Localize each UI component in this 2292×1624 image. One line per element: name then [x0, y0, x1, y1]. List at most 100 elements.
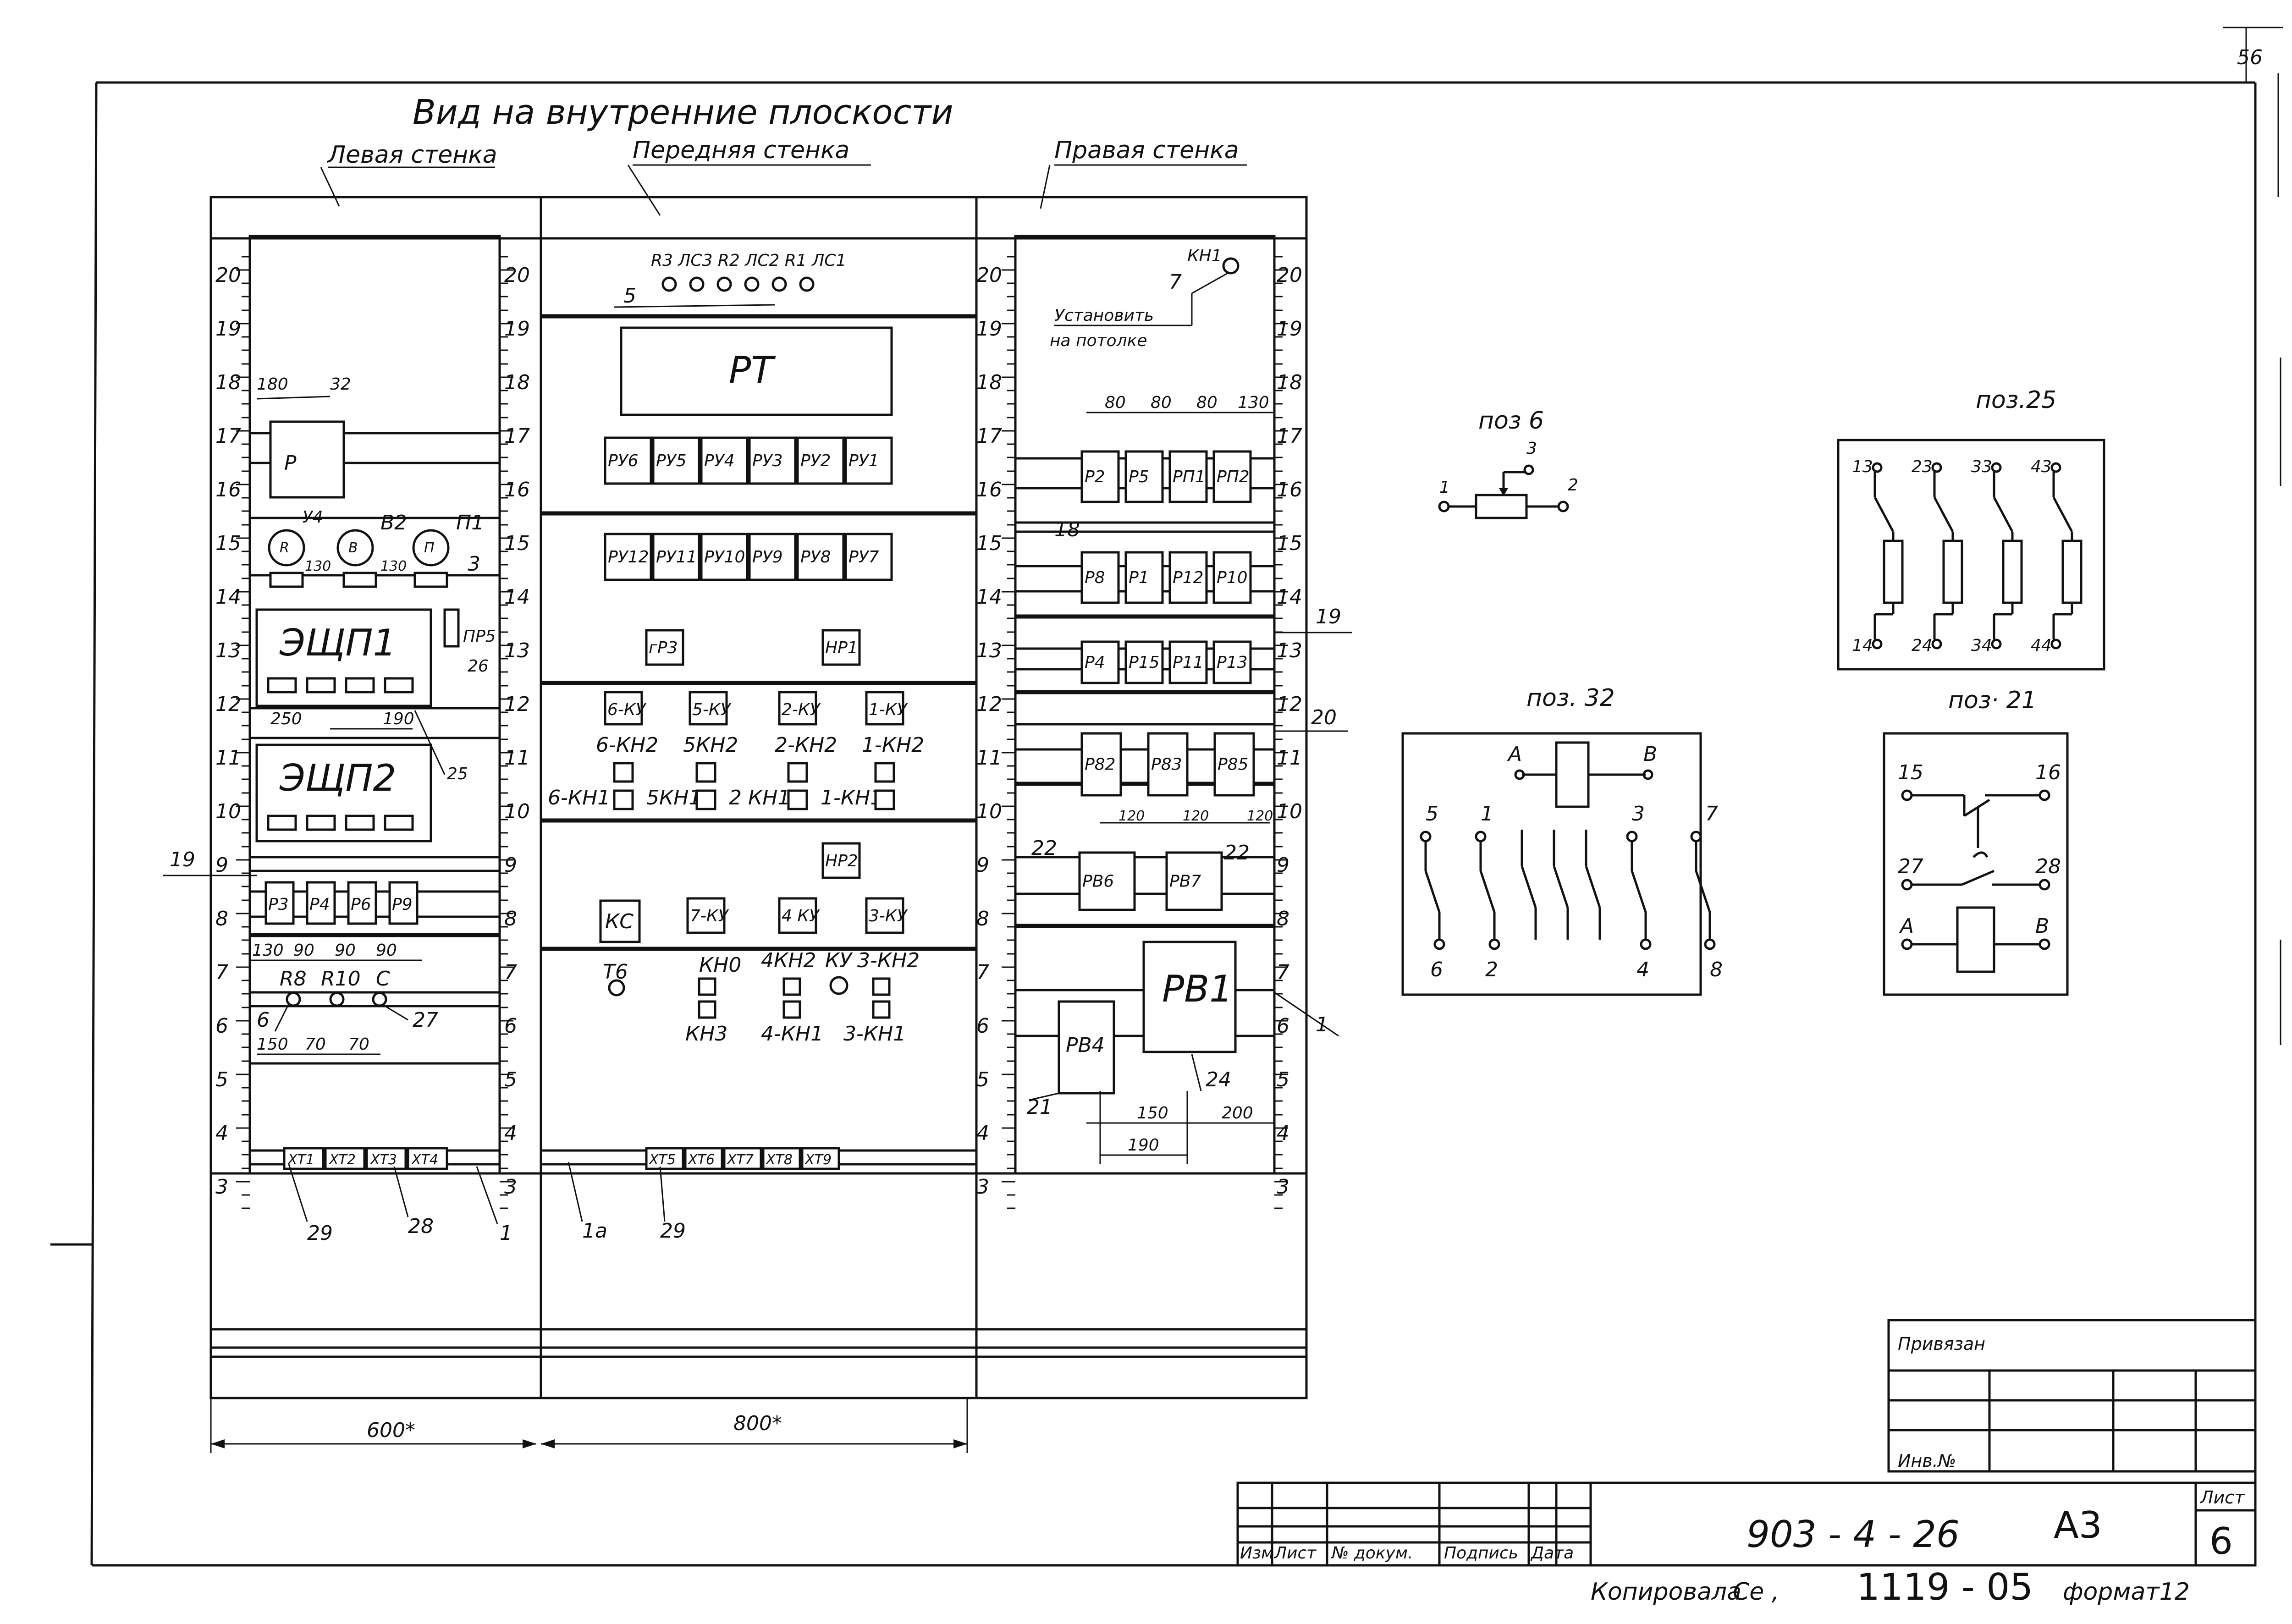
terminal-box	[365, 1147, 407, 1170]
terminal-label: ХТ2	[328, 1152, 356, 1168]
scale-number: 13	[976, 639, 1002, 662]
scale-number: 9	[976, 853, 989, 877]
fuse-terminal	[1872, 639, 1883, 650]
scale-number: 18	[504, 371, 530, 394]
relay-label: Р12	[1173, 568, 1204, 587]
pos32-title: поз. 32	[1526, 684, 1615, 712]
button-square	[695, 762, 716, 783]
label-4kn2: 4КН2	[761, 949, 816, 972]
button-label: 1-КН2	[862, 733, 924, 757]
fuse-terminal	[1991, 639, 2002, 650]
right-wall-title: Правая стенка	[1054, 137, 1239, 164]
ref-22b: 22	[1224, 841, 1250, 864]
scale-number: 5	[215, 1068, 228, 1091]
scale-number: 16	[504, 478, 530, 501]
relay-label: Р4	[1085, 653, 1105, 672]
terminal-label: ХТ8	[765, 1152, 793, 1168]
relay-box	[264, 881, 295, 925]
terminal-box	[762, 1147, 801, 1170]
relay-box	[1124, 450, 1164, 503]
label-rv1: РВ1	[1162, 968, 1233, 1010]
contact-pin-bottom: 8	[1710, 958, 1723, 981]
scale-number: 14	[504, 585, 530, 609]
label-3kn2: 3-КН2	[857, 949, 920, 972]
relay-label: РУ10	[704, 548, 745, 567]
contact-pin-bottom: 6	[1430, 958, 1443, 981]
scale-number: 8	[976, 907, 989, 930]
button-square	[695, 789, 716, 810]
terminal-label: ХТ3	[369, 1152, 397, 1168]
ref-1-left: 1	[500, 1222, 512, 1245]
relay-label: Р83	[1151, 755, 1182, 774]
dim-label: 150	[1137, 1104, 1168, 1123]
contact-pin-bottom: 4	[1636, 958, 1649, 981]
button-square	[613, 789, 634, 810]
button-label: 6-КН2	[596, 733, 658, 757]
label-r10: R10	[321, 967, 361, 991]
relay-box	[1212, 640, 1252, 684]
fuse-terminal	[2050, 462, 2061, 473]
button-label: 4 КУ	[782, 907, 820, 925]
relay-box	[844, 436, 893, 485]
tb-col-label: № докум.	[1331, 1544, 1413, 1563]
scale-number: 13	[504, 639, 530, 662]
terminal-box	[407, 1147, 448, 1170]
relay-label: РУ9	[752, 548, 783, 567]
label-pr5: ПР5	[463, 627, 496, 646]
relay-box	[700, 533, 749, 581]
terminal-label: ХТ9	[804, 1152, 832, 1168]
dim-800: 800*	[733, 1412, 782, 1435]
tb-footer-format: формат12	[2063, 1578, 2190, 1606]
relay-box	[1212, 450, 1252, 503]
label-rp3: гР3	[649, 639, 678, 657]
scale-number: 6	[976, 1014, 989, 1038]
pos32-coil-b: В	[1643, 743, 1657, 766]
ref-27: 27	[413, 1008, 438, 1032]
relay-label: РУ8	[800, 548, 831, 567]
fuse-pin-bottom: 24	[1912, 636, 1933, 655]
ref-7: 7	[1169, 270, 1182, 294]
scale-number: 19	[504, 317, 530, 341]
dim-130b: 130	[380, 558, 407, 574]
left-wall-title: Левая стенка	[327, 141, 497, 169]
ref-19-left: 19	[170, 848, 195, 871]
contact-pin-top: 3	[1632, 802, 1645, 826]
fuse-terminal	[1931, 462, 1942, 473]
relay-label: Р8	[1085, 568, 1105, 587]
label-3kn1: 3-КН1	[843, 1022, 906, 1046]
scale-number: 12	[976, 693, 1002, 716]
ref-28: 28	[408, 1215, 434, 1238]
dim-label: 80	[1105, 393, 1126, 412]
terminal-label: ХТ6	[687, 1152, 715, 1168]
relay-box	[1212, 551, 1252, 604]
button-label: 2-КН2	[775, 733, 837, 757]
label-ku: КУ	[825, 949, 853, 972]
contact-blade	[1695, 870, 1711, 913]
relay-label: Р10	[1217, 568, 1248, 587]
scale-number: 15	[215, 532, 241, 555]
rt-label: РТ	[729, 349, 776, 391]
relay-box	[306, 881, 336, 925]
label-p1: П1	[456, 511, 484, 534]
relay-box	[1080, 450, 1120, 503]
relay-label: РУ3	[752, 451, 783, 470]
lamp-icon	[744, 276, 760, 292]
relay-label: Р9	[392, 895, 413, 914]
label-kn3: КН3	[685, 1022, 727, 1046]
relay-r-label: Р	[284, 451, 297, 475]
relay-label: РУ11	[656, 548, 697, 567]
dim-label: 70	[305, 1035, 326, 1054]
fuse-switch	[1993, 496, 2014, 533]
fuse-pin-top: 33	[1971, 457, 1992, 476]
dim-label: 130	[252, 941, 284, 960]
fuse-switch	[1933, 496, 1954, 533]
scale-number: 20	[215, 264, 241, 287]
button-label: 1-КУ	[869, 700, 908, 719]
fuse-terminal	[1991, 462, 2002, 473]
dim-label: 200	[1222, 1104, 1253, 1123]
relay-label: Р1	[1129, 568, 1149, 587]
relay-box	[1078, 851, 1136, 911]
terminal-box	[645, 1147, 684, 1170]
